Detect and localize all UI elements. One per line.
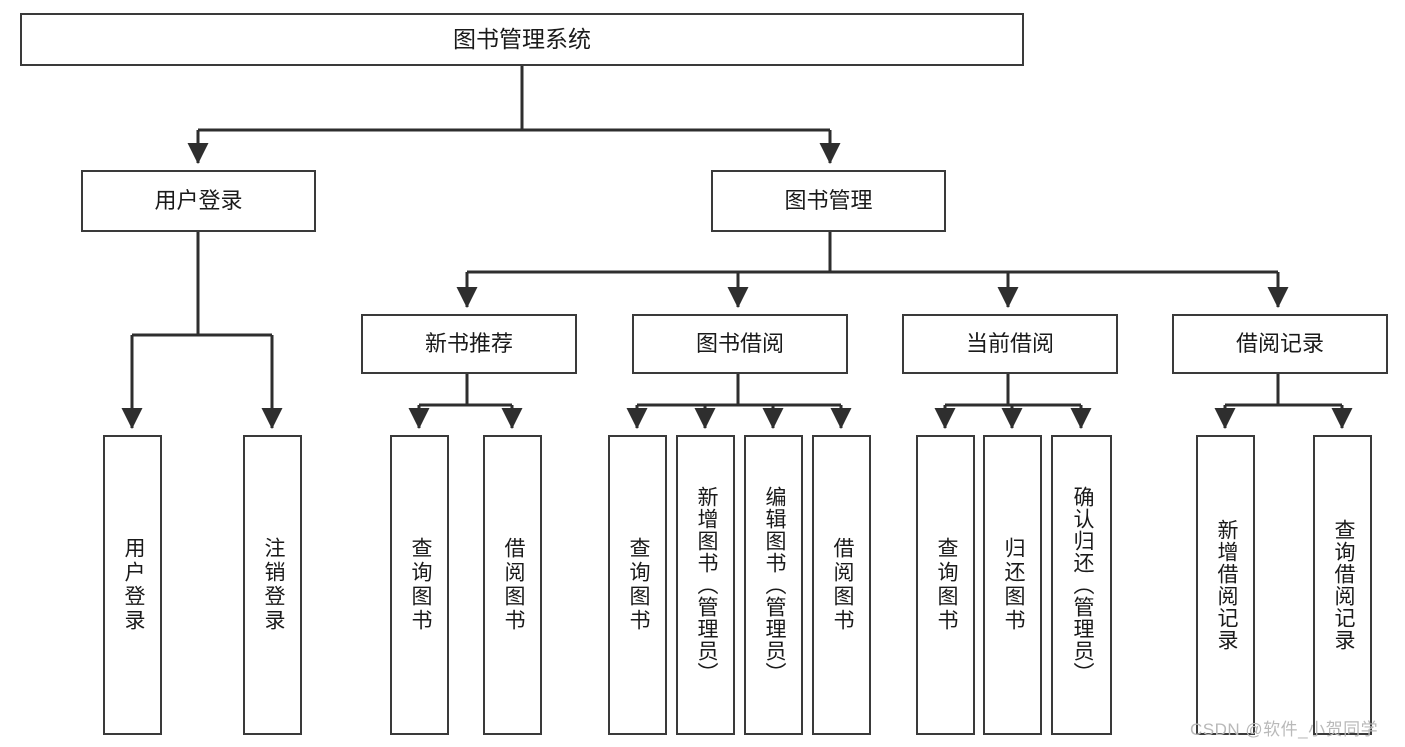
node-leaf-return-book-label: 归还图书 bbox=[1001, 537, 1025, 633]
node-leaf-query-book-rec[interactable]: 查询图书 bbox=[390, 435, 449, 735]
node-new-book-recommend[interactable]: 新书推荐 bbox=[361, 314, 577, 374]
node-leaf-borrow-book[interactable]: 借阅图书 bbox=[812, 435, 871, 735]
node-leaf-query-borrow-record-label: 查询借阅记录 bbox=[1331, 519, 1355, 651]
node-borrow-records[interactable]: 借阅记录 bbox=[1172, 314, 1388, 374]
node-current-borrow-label: 当前借阅 bbox=[965, 330, 1054, 356]
node-new-book-recommend-label: 新书推荐 bbox=[424, 330, 513, 356]
node-leaf-confirm-return-admin-label: 确认归还（管理员） bbox=[1070, 486, 1094, 684]
node-leaf-query-book-rec-label: 查询图书 bbox=[408, 537, 432, 633]
watermark: CSDN @软件_小贺同学 bbox=[1190, 720, 1379, 739]
node-leaf-add-book-admin-label: 新增图书（管理员） bbox=[694, 486, 718, 684]
node-leaf-add-book-admin[interactable]: 新增图书（管理员） bbox=[676, 435, 735, 735]
node-leaf-add-borrow-record[interactable]: 新增借阅记录 bbox=[1196, 435, 1255, 735]
node-leaf-user-login-label: 用户登录 bbox=[121, 537, 145, 633]
node-leaf-add-borrow-record-label: 新增借阅记录 bbox=[1214, 519, 1238, 651]
node-leaf-borrow-book-rec[interactable]: 借阅图书 bbox=[483, 435, 542, 735]
node-leaf-edit-book-admin[interactable]: 编辑图书（管理员） bbox=[744, 435, 803, 735]
node-user-login-label: 用户登录 bbox=[154, 187, 243, 213]
node-user-login[interactable]: 用户登录 bbox=[81, 170, 316, 232]
node-leaf-user-logout[interactable]: 注销登录 bbox=[243, 435, 302, 735]
node-leaf-query-book-current-label: 查询图书 bbox=[934, 537, 958, 633]
node-leaf-return-book[interactable]: 归还图书 bbox=[983, 435, 1042, 735]
node-book-borrow-label: 图书借阅 bbox=[695, 330, 784, 356]
node-leaf-query-book-current[interactable]: 查询图书 bbox=[916, 435, 975, 735]
node-root[interactable]: 图书管理系统 bbox=[20, 13, 1024, 66]
node-root-label: 图书管理系统 bbox=[453, 25, 591, 52]
node-leaf-borrow-book-rec-label: 借阅图书 bbox=[501, 537, 525, 633]
node-leaf-query-borrow-record[interactable]: 查询借阅记录 bbox=[1313, 435, 1372, 735]
node-book-management[interactable]: 图书管理 bbox=[711, 170, 946, 232]
node-borrow-records-label: 借阅记录 bbox=[1235, 330, 1324, 356]
node-leaf-query-book-borrow-label: 查询图书 bbox=[626, 537, 650, 633]
node-current-borrow[interactable]: 当前借阅 bbox=[902, 314, 1118, 374]
node-leaf-user-logout-label: 注销登录 bbox=[261, 537, 285, 633]
node-book-borrow[interactable]: 图书借阅 bbox=[632, 314, 848, 374]
node-leaf-user-login[interactable]: 用户登录 bbox=[103, 435, 162, 735]
node-leaf-confirm-return-admin[interactable]: 确认归还（管理员） bbox=[1051, 435, 1112, 735]
node-leaf-query-book-borrow[interactable]: 查询图书 bbox=[608, 435, 667, 735]
node-leaf-edit-book-admin-label: 编辑图书（管理员） bbox=[762, 486, 786, 684]
node-book-management-label: 图书管理 bbox=[784, 187, 873, 213]
node-leaf-borrow-book-label: 借阅图书 bbox=[830, 537, 854, 633]
